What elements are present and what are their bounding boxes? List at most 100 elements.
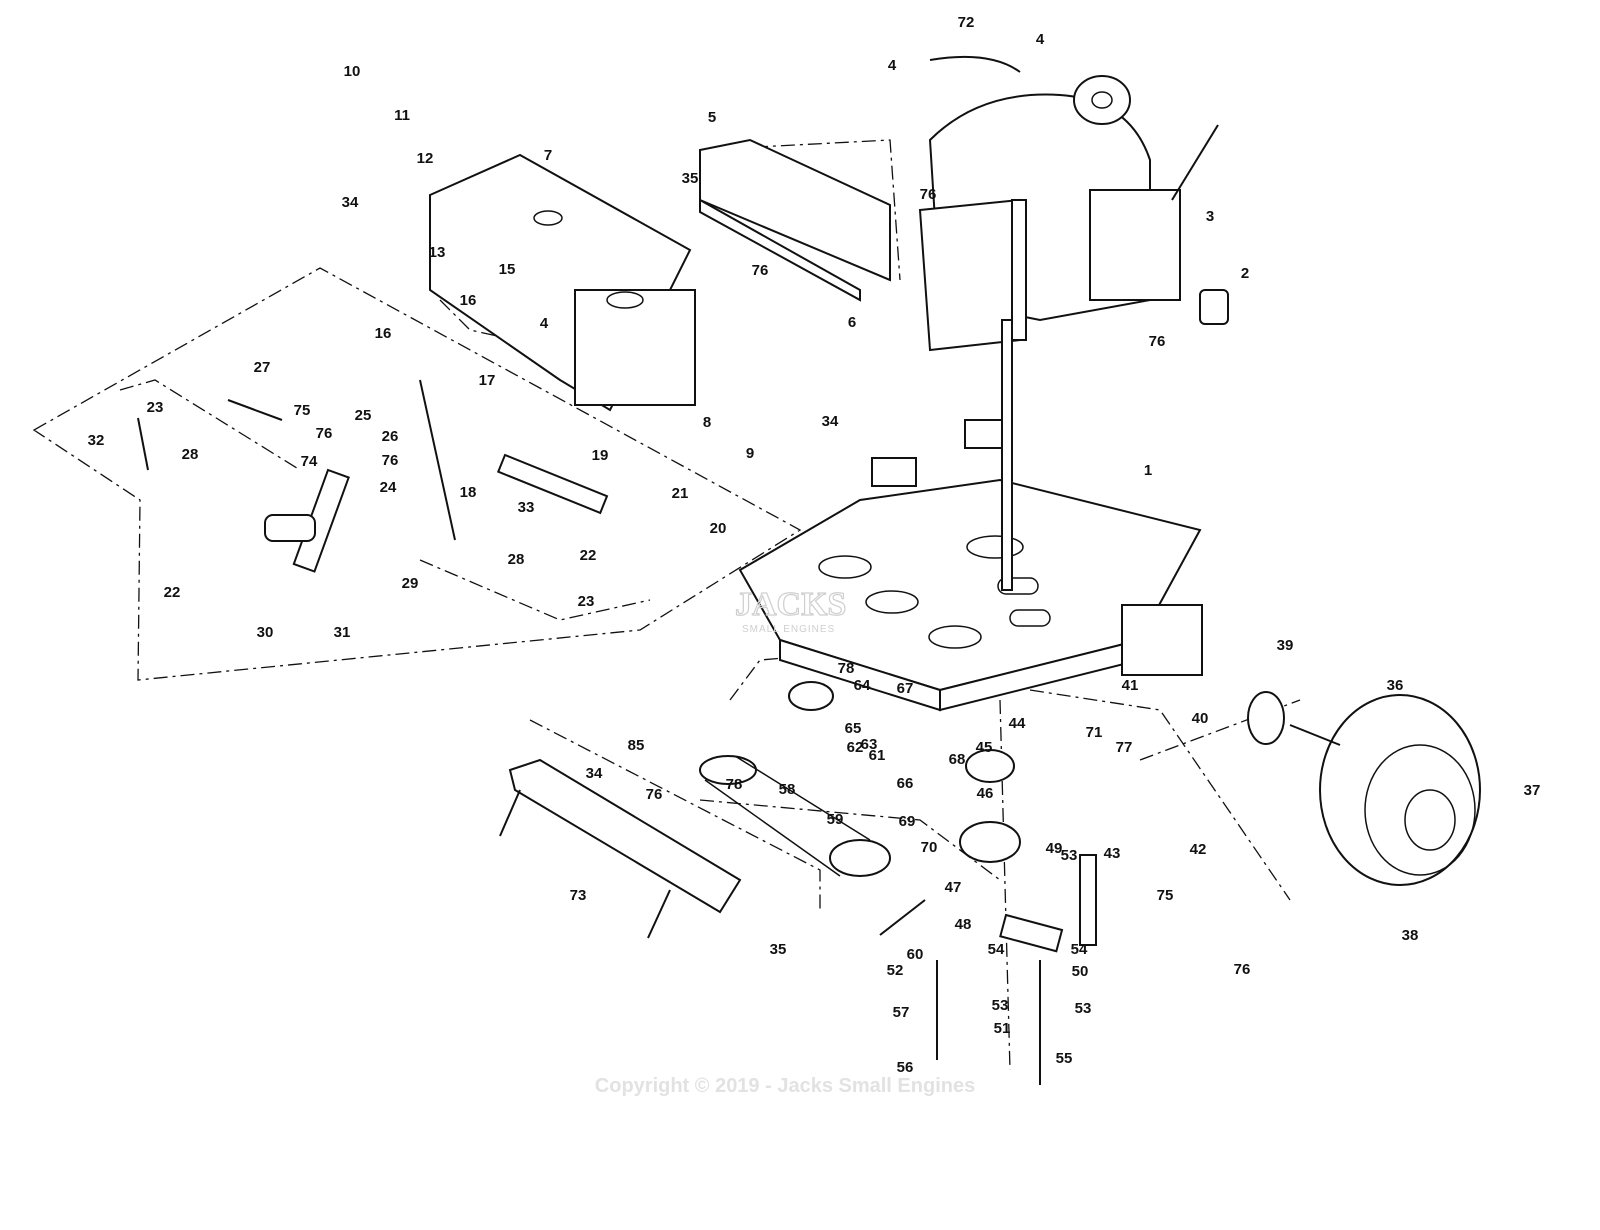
callout-76-5: 76: [1149, 333, 1166, 350]
axle-wheel-36: [1247, 691, 1481, 886]
callout-55: 55: [1056, 1050, 1073, 1067]
callout-67: 67: [897, 680, 914, 697]
callout-24: 24: [380, 479, 397, 496]
callout-76: 76: [316, 425, 333, 442]
callout-75-2: 75: [1157, 887, 1174, 904]
callout-17: 17: [479, 372, 496, 389]
callout-68: 68: [949, 751, 966, 768]
callout-46: 46: [977, 785, 994, 802]
callout-62: 62: [847, 739, 864, 756]
callout-16-2: 16: [375, 325, 392, 342]
callout-71: 71: [1086, 724, 1103, 741]
callout-34-3: 34: [586, 765, 603, 782]
bolts-stack: [879, 899, 1064, 1085]
callout-76-6: 76: [646, 786, 663, 803]
callout-33: 33: [518, 499, 535, 516]
callout-9: 9: [746, 445, 754, 462]
callout-76-4: 76: [752, 262, 769, 279]
callout-27: 27: [254, 359, 271, 376]
fitting-2: [1199, 289, 1229, 325]
callout-76-3: 76: [920, 186, 937, 203]
pulleys-and-belt: [699, 681, 1097, 946]
callout-56: 56: [897, 1059, 914, 1076]
callout-23-2: 23: [578, 593, 595, 610]
callout-48: 48: [955, 916, 972, 933]
callout-70: 70: [921, 839, 938, 856]
callout-36: 36: [1387, 677, 1404, 694]
callout-69: 69: [899, 813, 916, 830]
callout-23: 23: [147, 399, 164, 416]
callout-49: 49: [1046, 840, 1063, 857]
callout-43: 43: [1104, 845, 1121, 862]
callout-37: 37: [1524, 782, 1541, 799]
callout-76-2: 76: [382, 452, 399, 469]
callout-20: 20: [710, 520, 727, 537]
callout-41: 41: [1122, 677, 1139, 694]
callout-19: 19: [592, 447, 609, 464]
engine: [918, 55, 1181, 591]
jacks-logo-watermark: JACKS SMALL ENGINES: [734, 585, 847, 635]
callout-35-2: 35: [770, 941, 787, 958]
callout-38: 38: [1402, 927, 1419, 944]
callout-8: 8: [703, 414, 711, 431]
callout-18: 18: [460, 484, 477, 501]
callout-13: 13: [429, 244, 446, 261]
callout-31: 31: [334, 624, 351, 641]
callout-4: 4: [888, 57, 897, 74]
callout-28: 28: [182, 446, 199, 463]
callout-22: 22: [164, 584, 181, 601]
callout-29: 29: [402, 575, 419, 592]
bracket-73: [499, 758, 742, 939]
callout-30: 30: [257, 624, 274, 641]
callout-44: 44: [1009, 715, 1026, 732]
callout-15: 15: [499, 261, 516, 278]
callout-labels: 1234445678910111213151616171819202122222…: [88, 14, 1541, 1076]
callout-54-2: 54: [1071, 941, 1088, 958]
assembly-outlines: [32, 139, 1301, 1071]
callout-35: 35: [682, 170, 699, 187]
callout-53-3: 53: [1075, 1000, 1092, 1017]
callout-78-2: 78: [726, 776, 743, 793]
callout-75: 75: [294, 402, 311, 419]
callout-61: 61: [869, 747, 886, 764]
callout-65: 65: [845, 720, 862, 737]
linkage-assembly: [137, 379, 609, 573]
main-deck-plate: [738, 419, 1203, 712]
callout-16: 16: [460, 292, 477, 309]
callout-7: 7: [544, 147, 552, 164]
callout-25: 25: [355, 407, 372, 424]
callout-4-3: 4: [540, 315, 549, 332]
callout-74: 74: [301, 453, 318, 470]
callout-53-2: 53: [992, 997, 1009, 1014]
callout-32: 32: [88, 432, 105, 449]
callout-60: 60: [907, 946, 924, 963]
callout-34: 34: [342, 194, 359, 211]
callout-50: 50: [1072, 963, 1089, 980]
callout-73: 73: [570, 887, 587, 904]
callout-57: 57: [893, 1004, 910, 1021]
callout-3: 3: [1206, 208, 1214, 225]
callout-5: 5: [708, 109, 716, 126]
callout-52: 52: [887, 962, 904, 979]
callout-6: 6: [848, 314, 856, 331]
callout-64: 64: [854, 677, 871, 694]
callout-53: 53: [1061, 847, 1078, 864]
callout-54: 54: [988, 941, 1005, 958]
callout-39: 39: [1277, 637, 1294, 654]
callout-10: 10: [344, 63, 361, 80]
callout-11: 11: [394, 107, 410, 124]
callout-22-2: 22: [580, 547, 597, 564]
muffler-5: [699, 138, 891, 302]
callout-12: 12: [417, 150, 434, 167]
callout-51: 51: [994, 1020, 1011, 1037]
callout-2: 2: [1241, 265, 1249, 282]
callout-72: 72: [958, 14, 975, 31]
callout-28-2: 28: [508, 551, 525, 568]
control-bracket-7: [429, 153, 696, 412]
callout-40: 40: [1192, 710, 1209, 727]
copyright-text: Copyright © 2019 - Jacks Small Engines: [595, 1075, 975, 1097]
logo-text: JACKS: [735, 586, 846, 623]
callout-76-7: 76: [1234, 961, 1251, 978]
callout-1: 1: [1144, 462, 1152, 479]
